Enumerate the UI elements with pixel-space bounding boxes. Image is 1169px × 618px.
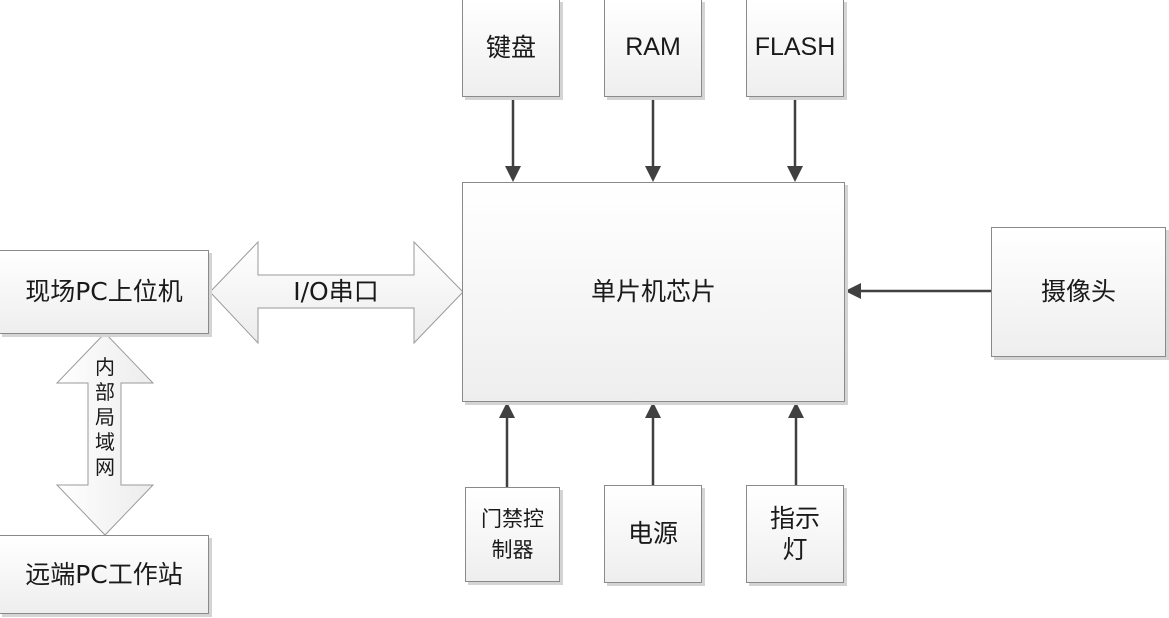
flash-to-mcu-arrow bbox=[787, 97, 803, 182]
door-controller-node: 门禁控 制器 bbox=[465, 487, 560, 582]
camera-to-mcu-arrow bbox=[845, 283, 991, 299]
indicator-node: 指示 灯 bbox=[746, 485, 844, 583]
door-controller-label: 门禁控 制器 bbox=[481, 507, 544, 562]
power-label: 电源 bbox=[627, 519, 678, 549]
power-to-mcu-arrow bbox=[645, 402, 661, 485]
mcu-label: 单片机芯片 bbox=[590, 277, 716, 307]
door-controller-to-mcu-arrow bbox=[499, 402, 515, 487]
camera-label: 摄像头 bbox=[1040, 277, 1116, 307]
power-node: 电源 bbox=[604, 485, 702, 583]
mcu-node: 单片机芯片 bbox=[462, 182, 845, 402]
remote-pc-node: 远端PC工作站 bbox=[0, 535, 209, 614]
indicator-to-mcu-arrow bbox=[788, 402, 804, 485]
local-pc-label: 现场PC上位机 bbox=[25, 277, 183, 307]
lan-label: 内 部 局 域 网 bbox=[95, 355, 115, 479]
keyboard-to-mcu-arrow bbox=[505, 97, 521, 182]
keyboard-label: 键盘 bbox=[485, 33, 536, 63]
flash-label: FLASH bbox=[754, 33, 836, 62]
ram-label: RAM bbox=[625, 33, 681, 62]
io-serial-label: I/O串口 bbox=[293, 277, 379, 306]
keyboard-node: 键盘 bbox=[462, 0, 560, 97]
indicator-label: 指示 灯 bbox=[769, 503, 820, 564]
camera-node: 摄像头 bbox=[991, 227, 1166, 357]
remote-pc-label: 远端PC工作站 bbox=[25, 559, 183, 589]
ram-to-mcu-arrow bbox=[645, 97, 661, 182]
local-pc-node: 现场PC上位机 bbox=[0, 250, 209, 334]
flash-node: FLASH bbox=[746, 0, 844, 97]
ram-node: RAM bbox=[604, 0, 702, 97]
